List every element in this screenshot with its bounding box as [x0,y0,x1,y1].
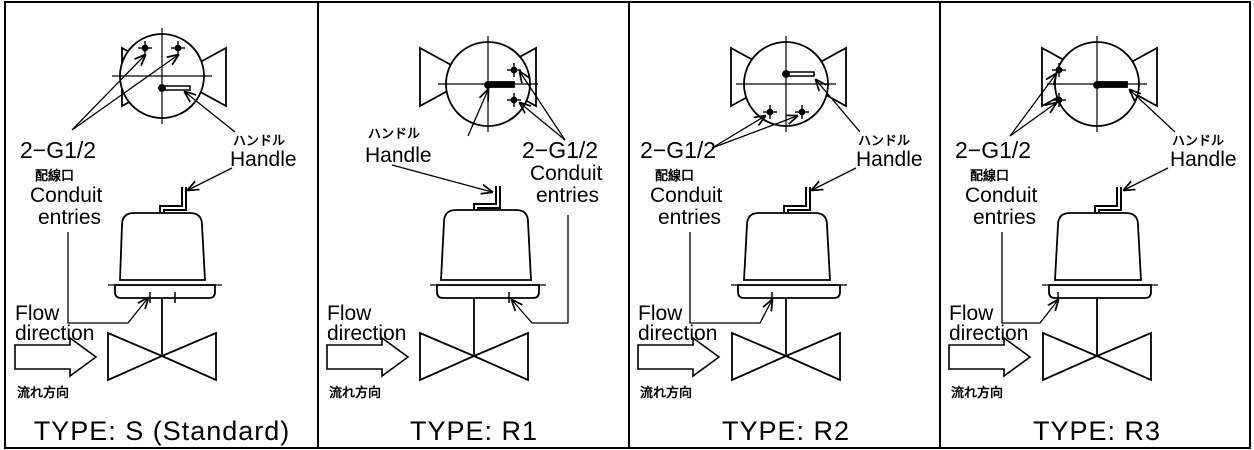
panel-frame [4,1,1251,449]
top-view [419,36,538,132]
flow-arrow [948,336,1032,378]
handle-top-mark [487,81,515,88]
flow-jp: 流れ方向 [329,385,381,400]
flow-en-2: direction [638,322,717,345]
handle-top-mark [1096,81,1128,88]
handle-en: Handle [365,144,432,167]
conduit-en-1: Conduit [965,184,1038,207]
flow-arrow [637,336,721,378]
handle-en: Handle [1170,148,1237,171]
conduit-spec: 2−G1/2 [640,137,716,163]
flow-en-2: direction [327,322,406,345]
flow-en-1: Flow [949,302,994,325]
handle-jp: ハンドル [368,126,420,141]
type-label: TYPE: R2 [722,416,850,446]
valve-body [107,331,217,382]
top-view [1041,36,1158,132]
type-label: TYPE: S (Standard) [34,416,291,446]
actuator [1042,212,1158,355]
panel-type-s: 2−G1/2 配線口 Conduit entries ハンドル Handle F… [14,28,297,446]
flow-en-2: direction [949,322,1028,345]
conduit-spec: 2−G1/2 [522,137,598,163]
valve-body [1042,331,1152,382]
handle-en: Handle [230,148,297,171]
handle-side [159,187,187,213]
flow-en-2: direction [15,322,94,345]
conduit-en-1: Conduit [650,184,723,207]
conduit-jp: 配線口 [970,168,1009,183]
valve-body [731,331,841,382]
conduit-en-2: entries [38,206,101,229]
handle-jp: ハンドル [233,133,285,148]
conduit-en-2: entries [973,206,1036,229]
top-view [112,28,227,124]
handle-top-mark [785,71,815,77]
conduit-jp: 配線口 [35,168,74,183]
flow-en-1: Flow [15,302,60,325]
flow-jp: 流れ方向 [640,385,692,400]
flow-jp: 流れ方向 [951,385,1003,400]
valve-body [419,331,529,382]
actuator [430,209,546,355]
actuator [108,212,222,355]
actuator [731,212,847,355]
type-label: TYPE: R1 [410,416,538,446]
flow-arrow [326,336,410,378]
conduit-en-1: Conduit [530,162,603,185]
type-label: TYPE: R3 [1033,416,1161,446]
handle-side [783,187,811,213]
top-view [730,36,847,132]
flow-en-1: Flow [327,302,372,325]
flow-jp: 流れ方向 [17,385,69,400]
conduit-en-2: entries [536,184,599,207]
conduit-spec: 2−G1/2 [955,137,1031,163]
flow-en-1: Flow [638,302,683,325]
handle-jp: ハンドル [1172,133,1224,148]
conduit-en-1: Conduit [30,184,103,207]
conduit-jp: 配線口 [655,168,694,183]
handle-jp: ハンドル [858,133,910,148]
panel-type-r2: 2−G1/2 配線口 Conduit entries ハンドル Handle F… [637,36,923,446]
handle-side [473,186,501,210]
handle-side [1094,187,1122,213]
flow-arrow [14,336,98,378]
handle-en: Handle [856,148,923,171]
conduit-en-2: entries [658,206,721,229]
panel-type-r3: 2−G1/2 配線口 Conduit entries ハンドル Handle F… [948,36,1237,446]
conduit-spec: 2−G1/2 [20,137,96,163]
panel-type-r1: ハンドル Handle 2−G1/2 Conduit entries Flow … [326,36,603,446]
